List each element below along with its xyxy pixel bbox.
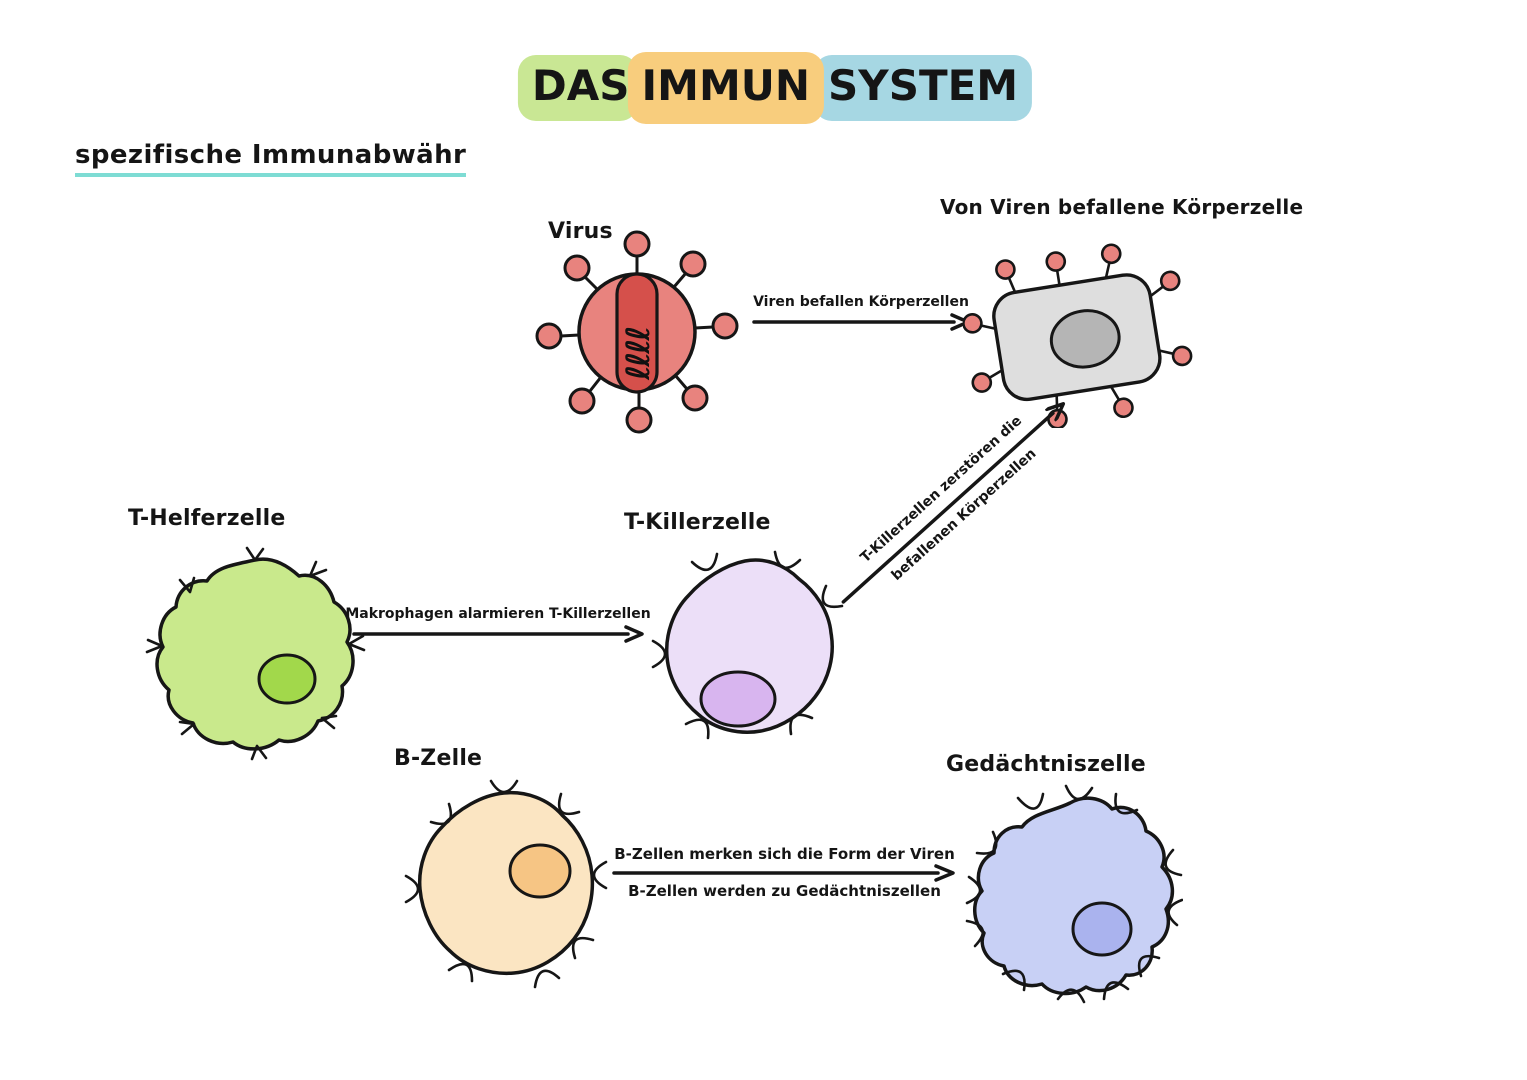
virus-rna-squiggle: ℓℓℓℓ: [619, 328, 657, 381]
t-helper-receptors: [145, 546, 366, 761]
arrow-right-icon: [612, 864, 955, 882]
arrow-helper-to-killer: Makrophagen alarmieren T-Killerzellen: [345, 606, 651, 644]
infected-cell-illustration: [963, 243, 1193, 428]
b-cell-receptors: [404, 779, 608, 989]
b-cell-label: B-Zelle: [394, 746, 483, 771]
title-highlight-immun: IMMUN: [627, 52, 825, 124]
b-cell-illustration: [404, 779, 608, 989]
title-highlight-system: SYSTEM: [814, 55, 1033, 121]
memory-cell-nucleus: [1071, 901, 1133, 957]
arrow-right-icon: [752, 312, 970, 331]
subtitle-specific-immune-defense: spezifische Immunabwähr: [75, 140, 467, 177]
infected-cell-nucleus: [1049, 309, 1121, 369]
t-helper-label: T-Helferzelle: [128, 506, 286, 531]
infected-cell-spikes: [963, 243, 1193, 428]
title-highlight-das: DAS: [517, 55, 638, 121]
memory-cell-receptors: [965, 784, 1183, 1004]
memory-cell-body: [973, 796, 1175, 996]
memory-cell-illustration: [965, 784, 1183, 1004]
arrow-virus-to-infected-label: Viren befallen Körperzellen: [753, 294, 969, 310]
arrow-b-to-memory-line2: B-Zellen werden zu Gedächtniszellen: [628, 881, 941, 900]
virus-spikes: [535, 230, 739, 434]
t-helper-nucleus: [257, 653, 317, 705]
b-cell-body: [417, 790, 595, 976]
t-killer-label: T-Killerzelle: [624, 510, 771, 535]
t-killer-illustration: [651, 550, 844, 740]
virus-capsule: [615, 272, 659, 394]
arrow-right-icon: [841, 401, 1065, 604]
arrow-b-to-memory: B-Zellen merken sich die Form der Viren …: [612, 845, 957, 901]
virus-illustration: ℓℓℓℓ: [535, 230, 739, 434]
t-helper-illustration: [145, 546, 366, 761]
page-title: DAS IMMUN SYSTEM: [517, 52, 1033, 124]
arrow-b-to-memory-line1: B-Zellen merken sich die Form der Viren: [614, 845, 955, 863]
virus-label: Virus: [548, 219, 613, 244]
infected-cell-label: Von Viren befallene Körperzelle: [940, 195, 1304, 219]
memory-cell-label: Gedächtniszelle: [946, 752, 1146, 777]
arrow-helper-to-killer-label: Makrophagen alarmieren T-Killerzellen: [345, 606, 651, 622]
arrow-killer-to-infected: T-Killerzellen zerstören die befallenen …: [824, 383, 1081, 622]
arrow-virus-to-infected: Viren befallen Körperzellen: [752, 294, 970, 332]
arrow-right-icon: [352, 624, 644, 643]
t-killer-nucleus: [699, 670, 777, 728]
t-killer-receptors: [651, 550, 844, 740]
b-cell-nucleus: [508, 843, 572, 899]
